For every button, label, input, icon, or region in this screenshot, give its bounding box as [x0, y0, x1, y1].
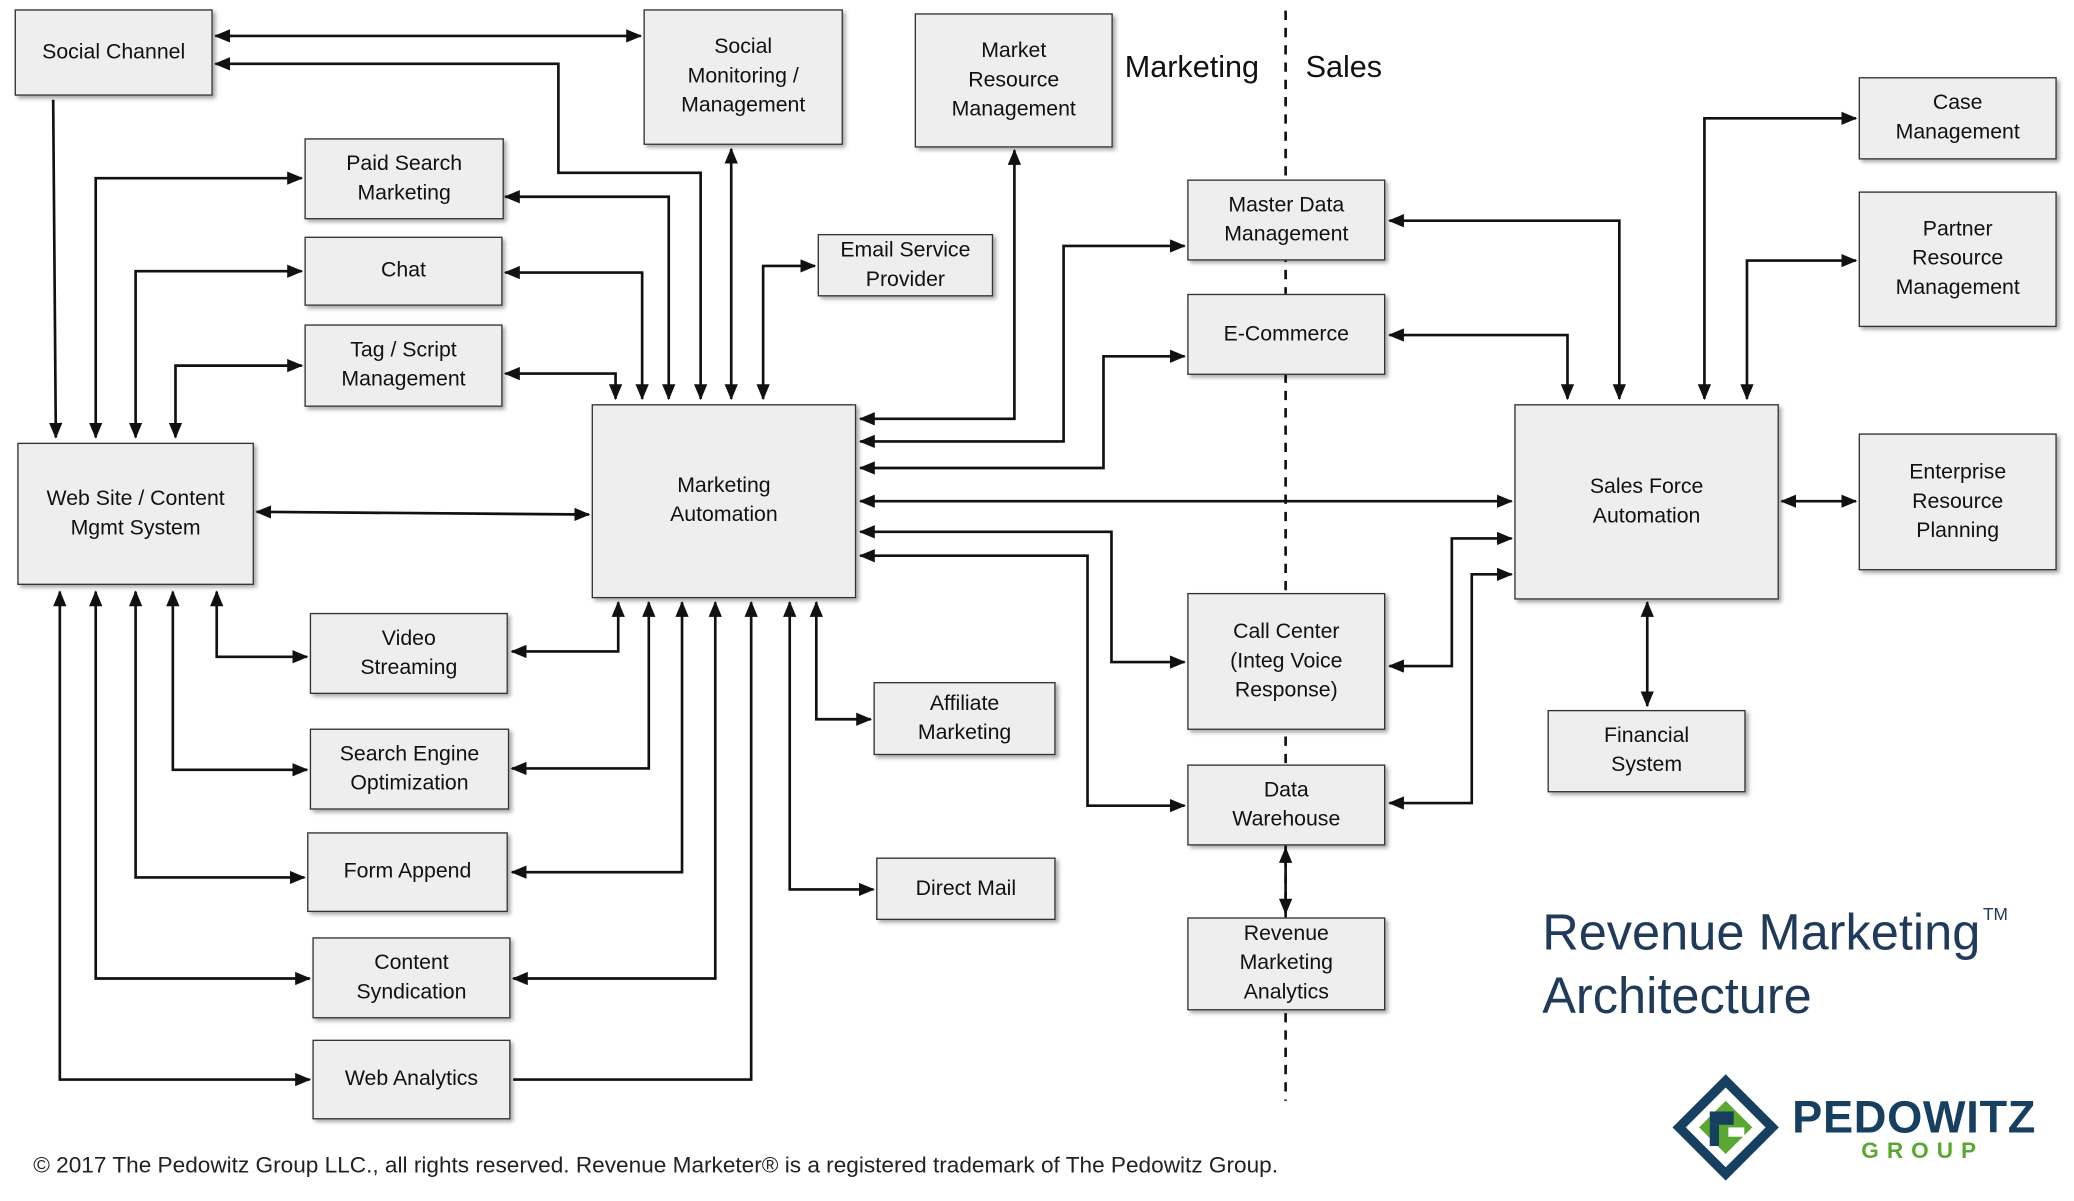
connector-social-channel-marketing-automation: [214, 57, 708, 401]
direct-mail-node: Direct Mail: [876, 857, 1056, 921]
trademark-mark: TM: [1982, 904, 2008, 925]
connector-ecommerce-sales-force: [1387, 328, 1575, 401]
email-service-provider-node: Email Service Provider: [817, 233, 994, 297]
partner-resource-management-node: Partner Resource Management: [1858, 191, 2057, 328]
data-warehouse-node: Data Warehouse: [1187, 764, 1386, 846]
call-center-node: Call Center (Integ Voice Response): [1187, 592, 1386, 730]
connector-web-site-video: [210, 590, 309, 664]
chat-node: Chat: [304, 236, 503, 306]
connector-web-site-paid-search: [89, 171, 304, 439]
connector-web-site-seo: [166, 590, 309, 777]
connector-ecommerce-marketing-automation: [858, 349, 1186, 475]
title-line-2: Architecture: [1542, 969, 1812, 1026]
pedowitz-group-logo: PEDOWITZ GROUP: [1670, 1072, 2069, 1184]
copyright-notice: © 2017 The Pedowitz Group LLC., all righ…: [33, 1152, 1279, 1178]
pedowitz-logo-icon: [1672, 1074, 1779, 1181]
revenue-marketing-analytics-node: Revenue Marketing Analytics: [1187, 917, 1386, 1011]
connector-form-append-marketing-automation: [510, 600, 689, 879]
web-site-content-mgmt-node: Web Site / Content Mgmt System: [17, 442, 254, 585]
web-analytics-node: Web Analytics: [312, 1039, 511, 1120]
marketing-automation-node: Marketing Automation: [591, 404, 857, 599]
connector-web-site-web-analytics: [53, 590, 312, 1087]
tag-script-management-node: Tag / Script Management: [304, 324, 503, 407]
form-append-node: Form Append: [307, 832, 508, 913]
connector-web-site-chat: [128, 264, 304, 439]
connector-master-data-sales-force: [1387, 214, 1626, 401]
connector-social-channel-web-site: [49, 99, 63, 439]
brand-subtitle: GROUP: [1861, 1138, 1985, 1164]
connector-chat-marketing-automation: [503, 265, 649, 401]
marketing-region-label: Marketing: [1124, 49, 1260, 84]
master-data-management-node: Master Data Management: [1187, 179, 1386, 261]
connector-web-site-form-append: [128, 590, 306, 885]
sales-region-label: Sales: [1305, 49, 1383, 84]
financial-system-node: Financial System: [1547, 709, 1746, 793]
case-management-node: Case Management: [1858, 77, 2057, 160]
social-monitoring-node: Social Monitoring / Management: [643, 9, 843, 145]
search-engine-optimization-node: Search Engine Optimization: [309, 728, 510, 810]
connector-content-syndication-marketing-automation: [511, 600, 722, 986]
video-streaming-node: Video Streaming: [309, 612, 508, 694]
ecommerce-node: E-Commerce: [1187, 293, 1386, 375]
paid-search-marketing-node: Paid Search Marketing: [304, 138, 504, 220]
brand-name: PEDOWITZ: [1792, 1092, 2037, 1144]
content-syndication-node: Content Syndication: [312, 937, 511, 1019]
connector-direct-mail-marketing-automation: [783, 600, 875, 897]
connector-email-service-marketing-automation: [756, 259, 817, 401]
connector-case-management-sales-force: [1697, 111, 1858, 401]
connector-call-center-sales-force: [1387, 531, 1513, 673]
connector-marketing-automation-data-warehouse: [858, 549, 1186, 813]
connector-data-warehouse-sales-force: [1387, 567, 1513, 810]
connector-affiliate-marketing-automation: [809, 600, 873, 726]
connector-partner-resource-sales-force: [1740, 253, 1858, 401]
market-resource-management-node: Market Resource Management: [914, 13, 1113, 148]
connector-marketing-automation-call-center: [858, 525, 1186, 669]
title-line-1: Revenue Marketing: [1542, 905, 1981, 962]
connector-web-site-content-syndication: [89, 590, 312, 986]
connector-paid-search-marketing-automation: [503, 190, 676, 401]
connector-web-site-marketing-automation: [255, 505, 591, 522]
connector-seo-marketing-automation: [510, 600, 656, 776]
sales-force-automation-node: Sales Force Automation: [1514, 404, 1779, 600]
affiliate-marketing-node: Affiliate Marketing: [873, 682, 1056, 756]
connector-video-marketing-automation: [510, 600, 625, 659]
connector-tag-script-marketing-automation: [503, 366, 623, 401]
enterprise-resource-planning-node: Enterprise Resource Planning: [1858, 433, 2057, 571]
connector-web-site-tag-script: [168, 358, 304, 439]
connector-web-analytics-marketing-automation: [513, 600, 758, 1081]
social-channel-node: Social Channel: [14, 9, 213, 96]
